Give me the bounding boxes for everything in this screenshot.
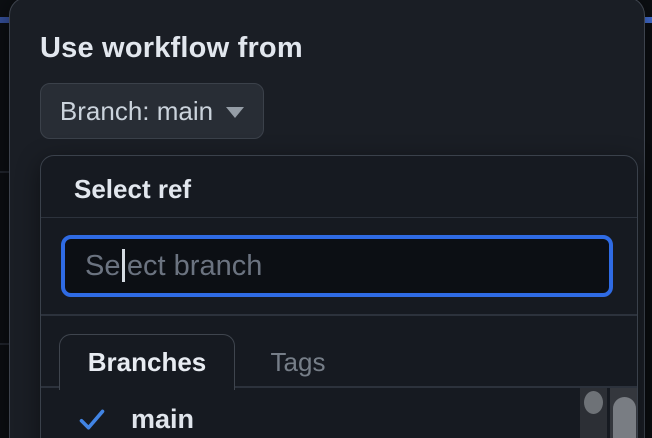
panel-scrollbar-track[interactable] [610,388,637,438]
check-icon [79,409,105,430]
branch-selector-button[interactable]: Branch: main [40,83,264,139]
list-scrollbar-track[interactable] [580,388,607,438]
background-divider [0,343,10,345]
list-scrollbar-thumb[interactable] [584,391,603,414]
workflow-dispatch-dialog: Use workflow from Branch: main Select re… [9,0,645,438]
dialog-title: Use workflow from [40,32,303,64]
tab-tags[interactable]: Tags [237,336,359,388]
background-divider [0,171,10,173]
ref-search-input[interactable] [61,235,613,297]
panel-scrollbar-thumb[interactable] [613,397,636,438]
ref-picker-title: Select ref [74,174,192,204]
ref-picker-header: Select ref [41,156,637,218]
ref-picker-panel: Select ref Branches Tags main [40,155,638,438]
section-divider [41,314,637,316]
tabbar-border [41,386,637,388]
dropdown-caret-icon [226,107,245,118]
ref-item-label: main [131,404,195,434]
ref-search-section [41,218,637,314]
branch-selector-label: Branch: main [59,95,214,126]
ref-list-item-main[interactable]: main [41,388,579,438]
tab-tags-label: Tags [270,346,326,377]
tab-branches-label: Branches [87,347,207,377]
tab-branches[interactable]: Branches [59,334,235,390]
